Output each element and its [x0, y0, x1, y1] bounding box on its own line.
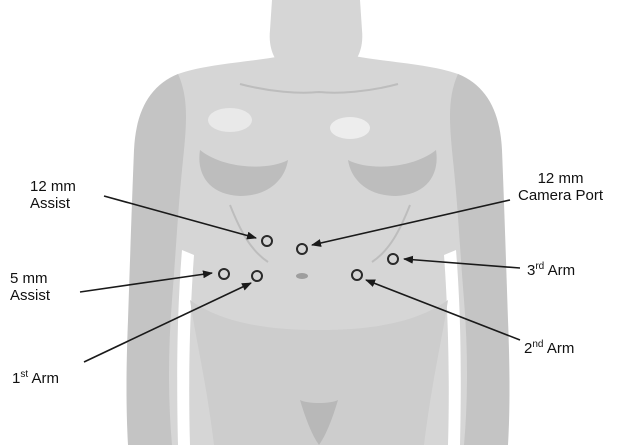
label-12mm-assist: 12 mm Assist	[30, 178, 76, 212]
right-highlight	[330, 117, 370, 139]
label-3rd-arm: 3rd Arm	[527, 262, 575, 279]
label-5mm-assist-line1: 5 mm	[10, 270, 50, 287]
port-camera	[297, 244, 307, 254]
label-2nd-arm-sup: nd	[532, 339, 543, 350]
navel	[296, 273, 308, 279]
label-3rd-arm-sup: rd	[535, 261, 544, 272]
label-5mm-assist-line2: Assist	[10, 287, 50, 304]
label-12mm-assist-line2: Assist	[30, 195, 76, 212]
body-silhouette	[127, 0, 510, 445]
label-2nd-arm: 2nd Arm	[524, 340, 574, 357]
label-1st-arm-sup: st	[20, 369, 28, 380]
label-camera-port-line2: Camera Port	[518, 187, 603, 204]
label-12mm-assist-line1: 12 mm	[30, 178, 76, 195]
port-12mm-assist	[262, 236, 272, 246]
left-highlight	[208, 108, 252, 132]
label-5mm-assist: 5 mm Assist	[10, 270, 50, 304]
port-1st-arm	[252, 271, 262, 281]
port-3rd-arm	[388, 254, 398, 264]
label-1st-arm: 1st Arm	[12, 370, 59, 387]
port-5mm-assist	[219, 269, 229, 279]
port-2nd-arm	[352, 270, 362, 280]
label-3rd-arm-word: Arm	[548, 262, 576, 279]
label-camera-port-line1: 12 mm	[518, 170, 603, 187]
label-1st-arm-word: Arm	[31, 370, 59, 387]
label-2nd-arm-word: Arm	[547, 340, 575, 357]
label-camera-port: 12 mm Camera Port	[518, 170, 603, 204]
